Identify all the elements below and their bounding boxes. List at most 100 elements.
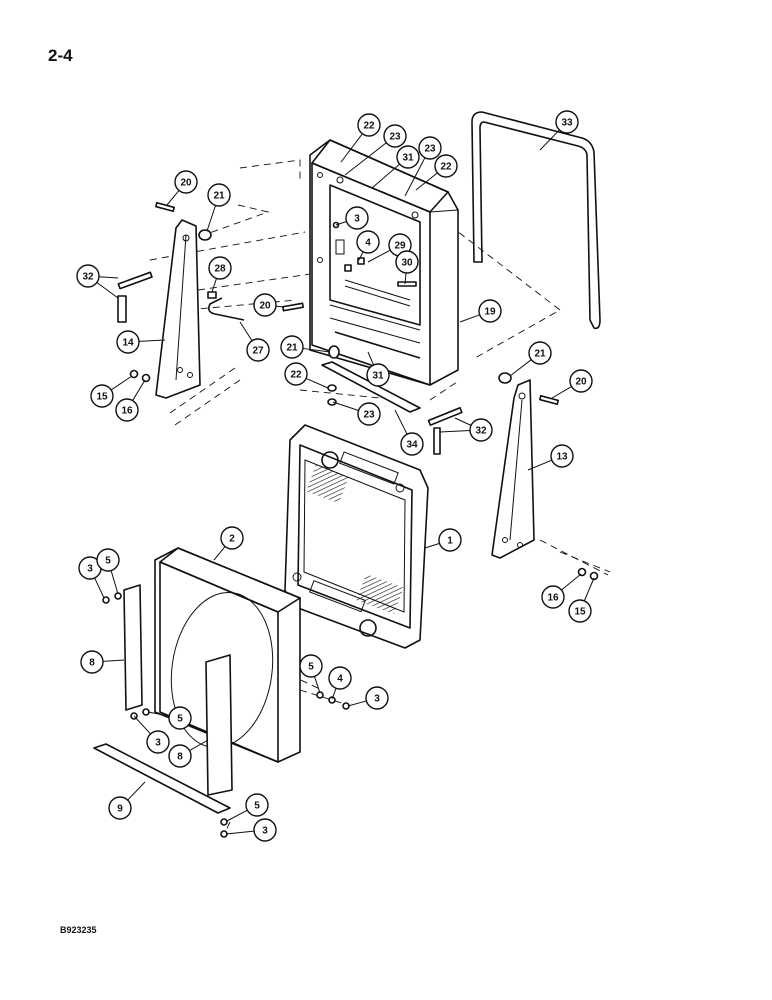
callout-balloon <box>115 398 139 422</box>
callout-balloon <box>168 706 192 730</box>
callout-3: 3 <box>253 818 277 842</box>
callout-8: 8 <box>80 650 104 674</box>
callout-balloon <box>246 338 270 362</box>
callout-30: 30 <box>395 250 419 274</box>
callout-balloon <box>90 384 114 408</box>
callout-balloon <box>108 796 132 820</box>
leader-line <box>367 249 391 263</box>
callout-label: 21 <box>286 343 298 354</box>
pins-right <box>427 406 463 455</box>
leader-line <box>394 409 408 435</box>
callout-label: 3 <box>354 214 360 225</box>
callout-14: 14 <box>116 330 140 354</box>
callout-label: 4 <box>365 238 371 249</box>
callout-balloon <box>174 170 198 194</box>
callout-label: 4 <box>337 674 343 685</box>
callout-label: 16 <box>121 406 133 417</box>
callout-label: 1 <box>447 536 453 547</box>
callout-balloon <box>80 650 104 674</box>
leader-line <box>371 163 400 189</box>
shroud-frame <box>309 139 459 386</box>
callout-label: 21 <box>534 349 546 360</box>
callout-balloon <box>418 136 442 160</box>
callout-33: 33 <box>555 110 579 134</box>
callout-label: 22 <box>290 370 302 381</box>
callout-label: 23 <box>389 132 401 143</box>
callout-4: 4 <box>356 230 380 254</box>
callout-balloon <box>469 418 493 442</box>
callout-8: 8 <box>168 744 192 768</box>
leader-line <box>583 577 595 602</box>
callout-balloon <box>299 654 323 678</box>
callout-4: 4 <box>328 666 352 690</box>
leader-line <box>509 359 532 377</box>
callout-balloon <box>328 666 352 690</box>
leader-line <box>98 276 119 279</box>
left-support-bracket <box>155 219 201 399</box>
callout-label: 22 <box>440 162 452 173</box>
leader-line <box>347 700 367 707</box>
callout-1: 1 <box>438 528 462 552</box>
callout-label: 34 <box>406 440 418 451</box>
callout-label: 27 <box>252 346 264 357</box>
callout-balloon <box>541 585 565 609</box>
leader-line <box>94 577 105 599</box>
callout-label: 5 <box>254 801 260 812</box>
callout-22: 22 <box>357 113 381 137</box>
leader-line <box>404 157 426 197</box>
callout-balloon <box>569 369 593 393</box>
callout-label: 3 <box>155 738 161 749</box>
callout-balloon <box>478 299 502 323</box>
leader-line <box>344 142 387 176</box>
callout-label: 3 <box>262 826 268 837</box>
callout-27: 27 <box>246 338 270 362</box>
callout-balloon <box>116 330 140 354</box>
leader-line <box>340 133 363 163</box>
callout-balloon <box>396 145 420 169</box>
callout-balloon <box>383 124 407 148</box>
callout-balloon <box>366 363 390 387</box>
leader-line <box>211 278 217 293</box>
leader-line <box>127 781 146 801</box>
callout-2: 2 <box>220 526 244 550</box>
leader-line <box>213 546 226 561</box>
callout-balloon <box>528 341 552 365</box>
callout-balloon <box>395 250 419 274</box>
center-strip <box>334 331 421 359</box>
leader-line <box>415 172 438 191</box>
u-rod <box>208 297 245 321</box>
callout-label: 30 <box>401 258 413 269</box>
callout-balloon <box>168 744 192 768</box>
callout-label: 13 <box>556 452 568 463</box>
callout-balloon <box>208 256 232 280</box>
leader-line <box>275 305 285 308</box>
callout-label: 3 <box>374 694 380 705</box>
callout-label: 23 <box>363 410 375 421</box>
callout-label: 15 <box>574 607 586 618</box>
callout-5: 5 <box>96 548 120 572</box>
callout-28: 28 <box>208 256 232 280</box>
callout-13: 13 <box>550 444 574 468</box>
callout-balloon <box>365 686 389 710</box>
callout-23: 23 <box>418 136 442 160</box>
pins-left <box>117 271 153 323</box>
callout-32: 32 <box>76 264 100 288</box>
leader-line <box>133 715 151 735</box>
callout-32: 32 <box>469 418 493 442</box>
leader-line <box>539 129 560 151</box>
leader-line <box>305 377 329 389</box>
callout-group: 1233333445555889131415151616192020202121… <box>76 110 593 842</box>
callout-balloon <box>357 113 381 137</box>
leader-line <box>454 417 472 426</box>
callout-balloon <box>253 293 277 317</box>
leader-line <box>96 282 119 299</box>
bottom-seal <box>93 743 231 814</box>
callout-balloon <box>356 230 380 254</box>
callout-label: 31 <box>372 371 384 382</box>
leader-line <box>239 321 253 342</box>
leader-line <box>102 659 125 662</box>
leader-line <box>166 190 180 206</box>
callout-15: 15 <box>568 599 592 623</box>
callout-23: 23 <box>383 124 407 148</box>
callout-label: 20 <box>180 178 192 189</box>
